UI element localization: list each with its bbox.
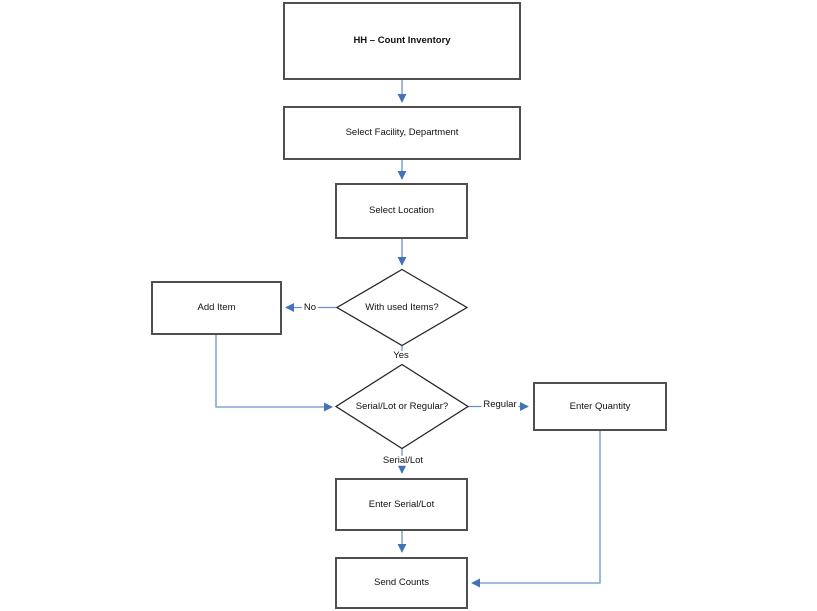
node-add-item-label: Add Item xyxy=(197,302,236,314)
node-enter-serial-lot-label: Enter Serial/Lot xyxy=(368,498,435,510)
decision-serial-or-regular-label: Serial/Lot or Regular? xyxy=(355,400,449,412)
node-select-location: Select Location xyxy=(335,183,468,239)
node-select-location-label: Select Location xyxy=(369,205,434,217)
node-select-facility-label: Select Facility, Department xyxy=(345,127,459,139)
node-title-label: HH – Count Inventory xyxy=(353,35,451,47)
node-enter-quantity: Enter Quantity xyxy=(533,382,667,431)
decision-with-used-items-shape xyxy=(335,268,469,347)
node-enter-serial-lot: Enter Serial/Lot xyxy=(335,478,468,531)
connector-add-item-to-decision2 xyxy=(215,335,333,412)
node-add-item: Add Item xyxy=(151,281,282,335)
node-send-counts-label: Send Counts xyxy=(374,577,429,589)
edge-label-regular: Regular xyxy=(481,398,519,411)
decision-with-used-items-label: With used Items? xyxy=(365,301,439,313)
node-select-facility: Select Facility, Department xyxy=(283,106,521,160)
edge-label-yes: Yes xyxy=(391,349,411,362)
edge-label-serial-lot: Serial/Lot xyxy=(380,454,426,467)
node-send-counts: Send Counts xyxy=(335,557,468,609)
decision-serial-or-regular-shape xyxy=(334,363,470,450)
node-title: HH – Count Inventory xyxy=(283,2,521,80)
connector-quantity-to-send-counts xyxy=(471,431,601,588)
edge-label-no: No xyxy=(301,301,319,313)
node-enter-quantity-label: Enter Quantity xyxy=(569,400,631,412)
